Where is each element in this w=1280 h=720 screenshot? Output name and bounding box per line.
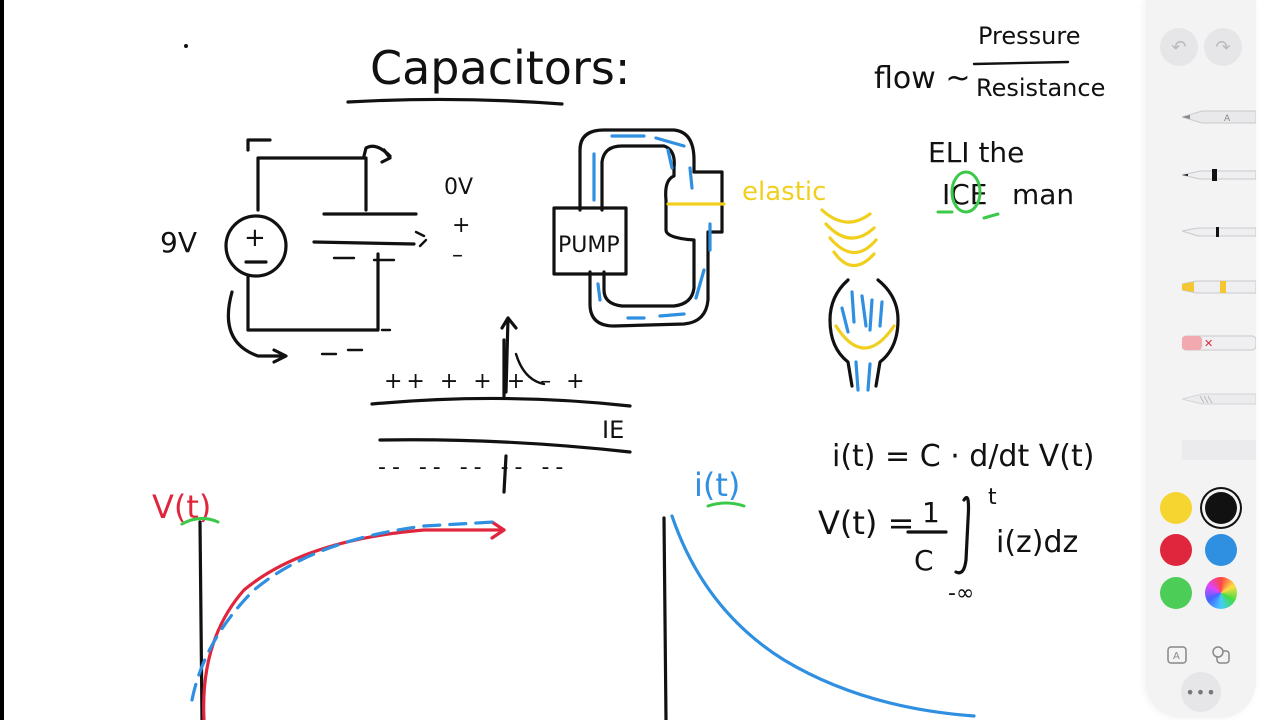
ov-minus: – — [452, 243, 463, 268]
undo-icon: ↶ — [1171, 37, 1186, 58]
elastic-label: elastic — [742, 177, 826, 207]
plate-bottom — [380, 440, 630, 452]
tool-divider — [1182, 440, 1256, 460]
undo-button[interactable]: ↶ — [1160, 28, 1198, 66]
eq2-den: C — [914, 544, 934, 577]
color-green[interactable] — [1160, 577, 1192, 609]
integral-sign — [956, 498, 969, 573]
flow-numerator: Pressure — [978, 22, 1080, 50]
plates-bottom-charges: -- -- -- -- -- — [378, 455, 569, 480]
vt-label: V(t) — [152, 488, 211, 526]
shapes-button[interactable] — [1206, 640, 1236, 670]
elastic-balloon — [822, 210, 876, 266]
pencil-tool[interactable]: A — [1182, 108, 1256, 126]
eq2-lhs: V(t) = — [818, 504, 914, 542]
equation-1: i(t) = C · d/dt V(t) — [832, 439, 1094, 474]
color-wheel-icon[interactable] — [1205, 577, 1237, 609]
fineliner-tool[interactable] — [1182, 222, 1256, 240]
vt-curve-blue — [192, 522, 494, 700]
color-blue[interactable] — [1205, 534, 1237, 566]
pump-label: PUMP — [558, 233, 620, 258]
it-axis — [664, 518, 666, 720]
circuit-top-wire — [258, 158, 366, 210]
flow-lhs: flow ~ — [874, 61, 970, 96]
more-options-button[interactable]: ••• — [1181, 672, 1221, 712]
eq2-upper: t — [988, 485, 997, 510]
plates-top-charges: ++ + + + – + — [384, 369, 589, 394]
eq2-lower: -∞ — [948, 581, 974, 606]
flow-fraction-bar — [974, 62, 1068, 64]
vt-axis — [200, 522, 202, 720]
mnemonic-line1: ELI the — [928, 136, 1024, 169]
tool-palette: ↶ ↷ A ✕ A — [1146, 0, 1256, 718]
pen-tool[interactable] — [1182, 166, 1256, 184]
source-label: 9V — [160, 226, 197, 259]
redo-button[interactable]: ↷ — [1204, 28, 1242, 66]
flow-denominator: Resistance — [976, 74, 1105, 102]
svg-text:✕: ✕ — [1204, 337, 1213, 350]
eraser-tool[interactable]: ✕ — [1182, 334, 1256, 352]
ic-label: IE — [602, 416, 624, 444]
highlighter-tool[interactable] — [1182, 278, 1256, 296]
whiteboard-svg: Capacitors: flow ~ Pressure Resistance E… — [4, 0, 1280, 720]
title-text: Capacitors: — [370, 41, 630, 95]
text-box-icon: A — [1167, 646, 1187, 664]
it-label: i(t) — [694, 466, 740, 504]
eq2-integrand: i(z)dz — [996, 525, 1078, 560]
capacitor-plate-bottom — [314, 242, 414, 244]
lasso-tool[interactable] — [1182, 390, 1256, 408]
mnemonic-man: man — [1012, 178, 1074, 211]
ov-label: 0V — [444, 175, 473, 200]
svg-text:A: A — [1173, 651, 1180, 662]
vt-curve-red — [204, 530, 504, 720]
drawing-canvas[interactable]: Capacitors: flow ~ Pressure Resistance E… — [4, 0, 1280, 720]
color-red[interactable] — [1160, 534, 1192, 566]
color-yellow[interactable] — [1160, 492, 1192, 524]
shapes-icon — [1211, 645, 1231, 665]
text-tool-button[interactable]: A — [1162, 640, 1192, 670]
ov-plus: + — [452, 213, 470, 238]
svg-text:A: A — [1224, 114, 1231, 124]
eq2-num: 1 — [922, 496, 940, 529]
source-plus: + — [244, 223, 266, 253]
plate-top — [372, 398, 630, 406]
color-black[interactable] — [1205, 492, 1237, 524]
title-underline — [348, 99, 562, 104]
circuit-bottom-wire — [248, 254, 378, 330]
ellipsis-icon: ••• — [1185, 683, 1216, 702]
pump-loop-inner — [602, 146, 694, 306]
redo-icon: ↷ — [1215, 37, 1230, 58]
